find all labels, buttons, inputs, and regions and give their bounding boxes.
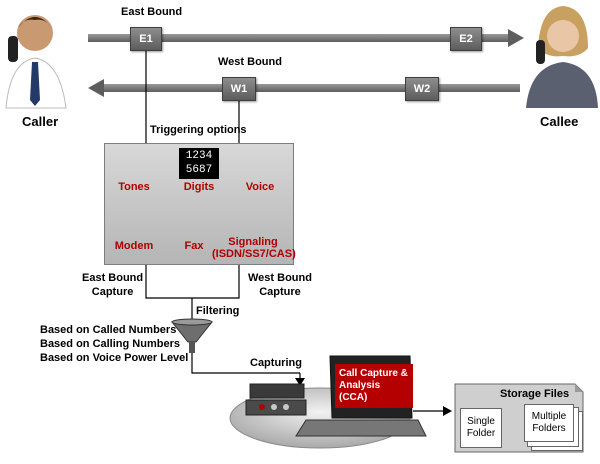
single-folder-line-2: Folder bbox=[466, 428, 496, 439]
single-folder[interactable]: Single Folder bbox=[460, 408, 502, 448]
criteria-called-numbers: Based on Called Numbers bbox=[40, 324, 177, 336]
option-fax[interactable]: Fax bbox=[184, 240, 204, 252]
capture-arrowhead bbox=[295, 378, 305, 386]
storage-files-title: Storage Files bbox=[500, 388, 570, 400]
west-bound-capture-label: West Bound Capture bbox=[248, 271, 312, 299]
filter-criteria-list: Based on Called Numbers Based on Calling… bbox=[40, 323, 188, 365]
east-bound-label: East Bound bbox=[121, 6, 183, 18]
option-signaling[interactable]: Signaling (ISDN/SS7/CAS) bbox=[212, 236, 296, 260]
caller-avatar bbox=[5, 15, 67, 109]
option-digits[interactable]: Digits bbox=[183, 181, 215, 193]
single-folder-line-1: Single bbox=[467, 416, 495, 427]
option-tones[interactable]: Tones bbox=[118, 181, 150, 193]
digits-display-line-1: 1234 bbox=[185, 150, 213, 162]
point-w2[interactable]: W2 bbox=[405, 77, 439, 101]
cca-screen[interactable]: Call Capture & Analysis (CCA) bbox=[335, 364, 413, 408]
option-signaling-label: Signaling bbox=[228, 236, 278, 248]
east-bound-capture-label: East Bound Capture bbox=[82, 271, 143, 299]
cca-line-1: Call Capture & bbox=[339, 368, 408, 379]
east-bound-arrow bbox=[88, 29, 524, 47]
point-w1[interactable]: W1 bbox=[222, 77, 256, 101]
caller-label: Caller bbox=[22, 114, 59, 129]
option-voice[interactable]: Voice bbox=[245, 181, 275, 193]
cca-line-2: Analysis (CCA) bbox=[339, 380, 381, 403]
funnel-icon bbox=[170, 318, 214, 353]
point-e2[interactable]: E2 bbox=[450, 27, 482, 51]
criteria-voice-power-level: Based on Voice Power Level bbox=[40, 352, 189, 364]
option-signaling-sub: (ISDN/SS7/CAS) bbox=[212, 248, 296, 260]
criteria-calling-numbers: Based on Calling Numbers bbox=[40, 338, 180, 350]
east-capture-line-1: East Bound bbox=[82, 272, 144, 284]
digits-display-line-2: 5687 bbox=[185, 164, 213, 176]
callee-label: Callee bbox=[540, 114, 579, 129]
option-modem[interactable]: Modem bbox=[114, 240, 154, 252]
west-bound-label: West Bound bbox=[218, 56, 282, 68]
digits-icon: 1234 5687 bbox=[179, 148, 219, 179]
east-capture-line-2: Capture bbox=[91, 286, 134, 298]
west-capture-line-2: Capture bbox=[259, 286, 301, 298]
callee-avatar bbox=[526, 6, 598, 108]
storage-arrowhead bbox=[443, 406, 452, 416]
multiple-folders-line-2: Folders bbox=[532, 423, 566, 434]
connection-lines bbox=[145, 48, 445, 412]
west-bound-arrow bbox=[88, 79, 520, 97]
multiple-folders-line-1: Multiple bbox=[531, 411, 567, 422]
triggering-options-label: Triggering options bbox=[150, 124, 247, 136]
capture-device-icon bbox=[245, 383, 307, 416]
filtering-label: Filtering bbox=[196, 305, 240, 317]
capturing-label: Capturing bbox=[250, 357, 302, 369]
point-e1[interactable]: E1 bbox=[130, 27, 162, 51]
west-capture-line-1: West Bound bbox=[248, 272, 312, 284]
multiple-folders[interactable]: Multiple Folders bbox=[524, 404, 574, 442]
